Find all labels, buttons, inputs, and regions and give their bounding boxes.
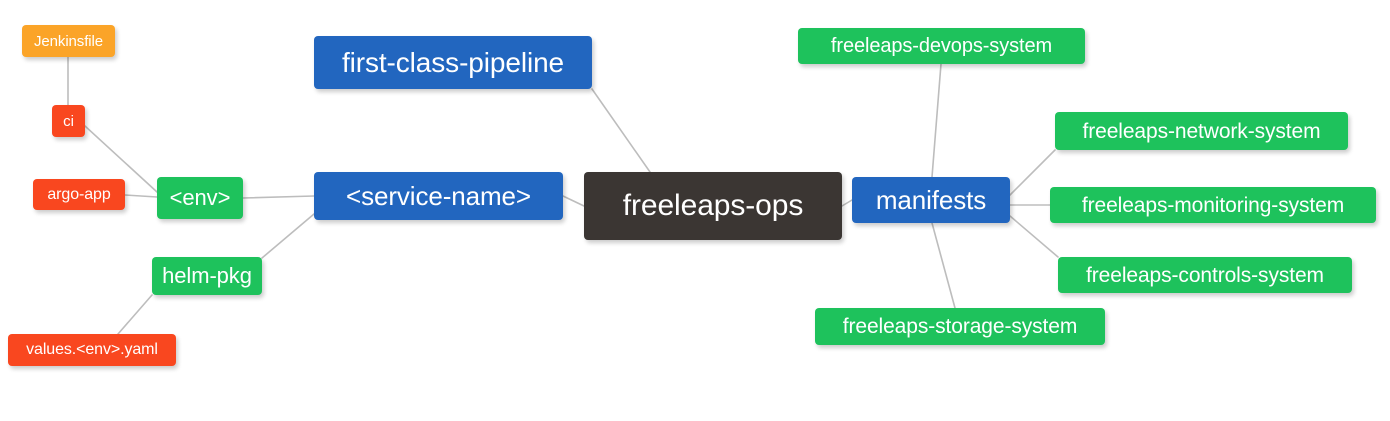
mindmap-node-manifests[interactable]: manifests [852, 177, 1010, 223]
mindmap-node-freeleaps-storage-system[interactable]: freeleaps-storage-system [815, 308, 1105, 345]
node-label: first-class-pipeline [341, 46, 565, 78]
edge-manifests-to-freeleaps-storage-system [931, 222, 956, 309]
node-label: argo-app [47, 185, 111, 203]
mindmap-node-argo-app[interactable]: argo-app [33, 179, 125, 210]
mindmap-node-freeleaps-devops-system[interactable]: freeleaps-devops-system [798, 28, 1085, 64]
edge-freeleaps-ops-to-first-class-pipeline [591, 88, 651, 173]
node-label: freeleaps-storage-system [842, 315, 1078, 338]
mindmap-node-first-class-pipeline[interactable]: first-class-pipeline [314, 36, 592, 89]
edge-manifests-to-freeleaps-network-system [1009, 149, 1056, 196]
edge-helm-pkg-to-values-env-yaml [117, 294, 153, 335]
node-label: manifests [875, 185, 987, 215]
node-label: freeleaps-ops [622, 189, 804, 222]
edge-env-to-argo-app [124, 194, 158, 198]
mindmap-node-env[interactable]: <env> [157, 177, 243, 219]
edge-manifests-to-freeleaps-devops-system [931, 63, 942, 178]
mindmap-node-freeleaps-monitoring-system[interactable]: freeleaps-monitoring-system [1050, 187, 1376, 223]
mindmap-node-freeleaps-controls-system[interactable]: freeleaps-controls-system [1058, 257, 1352, 293]
edge-service-name-to-helm-pkg [261, 213, 315, 259]
node-label: helm-pkg [162, 263, 252, 288]
node-label: <env> [169, 185, 231, 210]
node-label: values.<env>.yaml [26, 341, 158, 358]
mindmap-node-freeleaps-ops[interactable]: freeleaps-ops [584, 172, 842, 240]
mindmap-node-values-env-yaml[interactable]: values.<env>.yaml [8, 334, 176, 366]
edge-freeleaps-ops-to-manifests [841, 199, 853, 207]
edge-freeleaps-ops-to-service-name [562, 195, 585, 207]
node-label: ci [63, 112, 74, 130]
node-label: freeleaps-monitoring-system [1081, 193, 1345, 217]
mindmap-node-freeleaps-network-system[interactable]: freeleaps-network-system [1055, 112, 1348, 150]
node-label: <service-name> [345, 181, 532, 211]
node-label: freeleaps-network-system [1082, 119, 1321, 143]
node-label: Jenkinsfile [34, 32, 103, 50]
node-label: freeleaps-controls-system [1086, 263, 1324, 287]
mindmap-node-ci[interactable]: ci [52, 105, 85, 137]
mindmap-node-helm-pkg[interactable]: helm-pkg [152, 257, 262, 295]
edge-service-name-to-env [242, 195, 315, 199]
mindmap-node-service-name[interactable]: <service-name> [314, 172, 563, 220]
node-label: freeleaps-devops-system [830, 35, 1053, 57]
mindmap-node-jenkinsfile[interactable]: Jenkinsfile [22, 25, 115, 57]
